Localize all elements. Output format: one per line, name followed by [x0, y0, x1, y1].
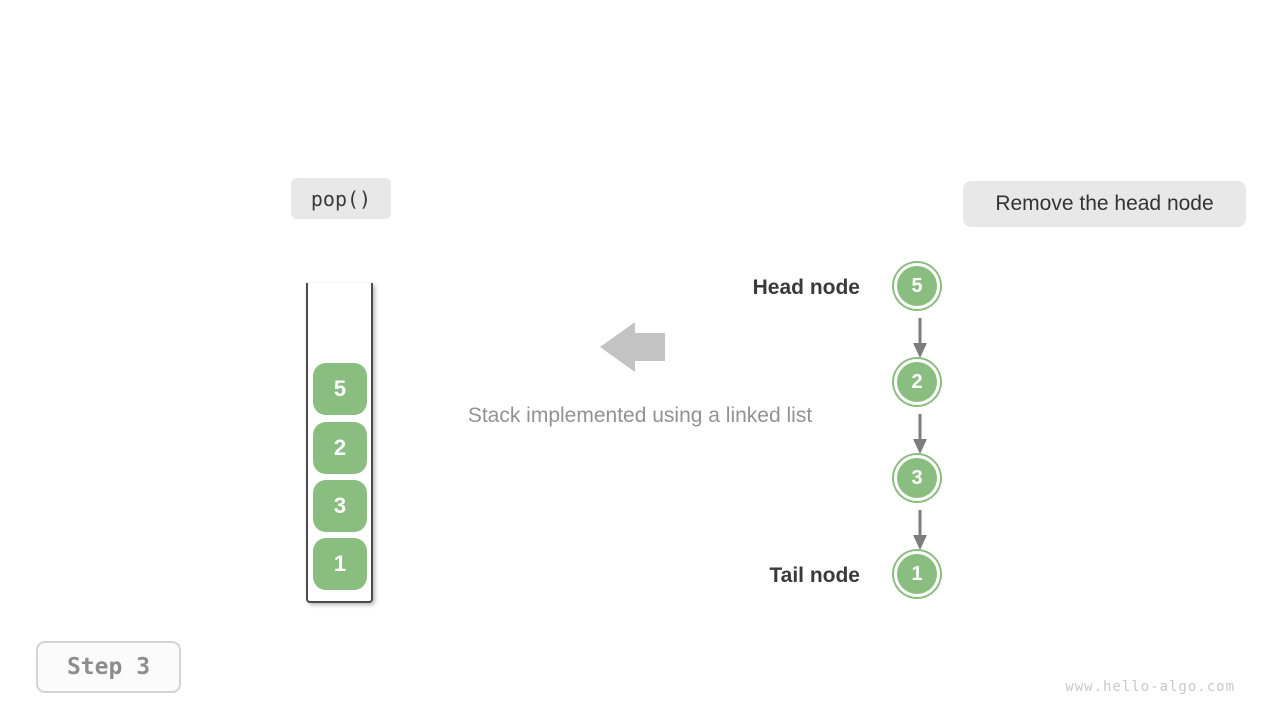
stack-item: 1	[313, 538, 367, 590]
arrow-down-icon	[913, 318, 927, 358]
step-box-label: Step 3	[66, 654, 151, 680]
linked-list-node: 3	[894, 455, 940, 501]
head-node-label: Head node	[752, 276, 860, 299]
description-badge-label: Remove the head node	[995, 192, 1214, 215]
linked-list-node-value: 3	[911, 466, 923, 489]
stack-item-value: 1	[333, 551, 347, 576]
description-badge: Remove the head node	[963, 181, 1246, 227]
tail-node-label: Tail node	[769, 564, 860, 587]
stack-item: 3	[313, 480, 367, 532]
arrow-left-icon	[600, 322, 665, 372]
linked-list-node: 5	[894, 263, 940, 309]
linked-list-node: 1	[894, 551, 940, 597]
stack-item: 5	[313, 363, 367, 415]
operation-badge: pop()	[291, 178, 391, 219]
caption-text: Stack implemented using a linked list	[467, 404, 813, 427]
stack-item: 2	[313, 422, 367, 474]
linked-list-node: 2	[894, 359, 940, 405]
step-box: Step 3	[36, 641, 181, 693]
linked-list-node-value: 2	[911, 370, 923, 393]
arrow-down-icon	[913, 414, 927, 454]
linked-list-node-value: 1	[911, 562, 923, 585]
linked-list-node-value: 5	[911, 274, 923, 297]
stack-item-value: 2	[333, 435, 347, 460]
watermark: www.hello-algo.com	[1065, 679, 1235, 695]
operation-badge-label: pop()	[310, 186, 372, 211]
stack-item-value: 5	[333, 376, 347, 401]
arrow-down-icon	[913, 510, 927, 550]
stack-item-value: 3	[333, 493, 347, 518]
